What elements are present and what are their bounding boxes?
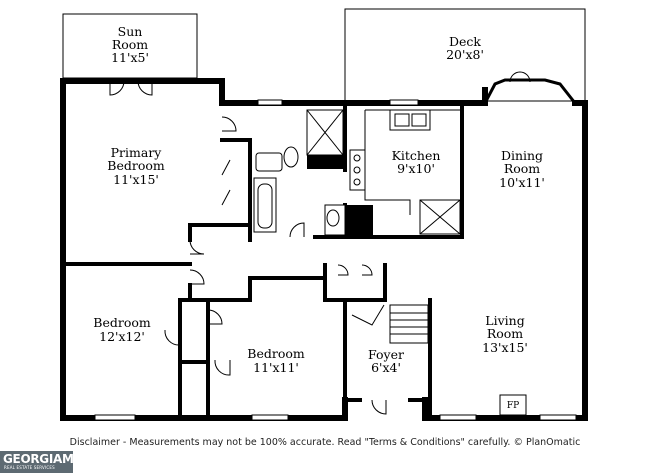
dining-room-name: Dining — [501, 148, 543, 163]
bathroom-fixtures — [253, 109, 346, 236]
kitchen-fixtures — [345, 109, 462, 235]
windows — [94, 99, 577, 421]
foyer-dims: 6'x4' — [371, 360, 401, 375]
primary-bedroom-dims: 11'x15' — [113, 172, 159, 187]
kitchen-name: Kitchen — [392, 148, 441, 163]
deck-name: Deck — [449, 34, 481, 49]
bedroom-2-name: Bedroom — [247, 346, 305, 361]
sun-room-dims: 11'x5' — [111, 50, 149, 65]
primary-bedroom-name-2: Bedroom — [107, 158, 165, 173]
kitchen-dims: 9'x10' — [397, 161, 435, 176]
living-room-name-2: Room — [487, 326, 523, 341]
georgia-mls-logo: GEORGIAMLS REAL ESTATE SERVICES — [0, 451, 90, 473]
deck-dims: 20'x8' — [446, 47, 484, 62]
logo-sub-text: REAL ESTATE SERVICES — [4, 465, 55, 470]
disclaimer-text: Disclaimer - Measurements may not be 100… — [69, 437, 581, 448]
living-room-dims: 13'x15' — [482, 340, 528, 355]
room-labels: Sun Room 11'x5' Deck 20'x8' Primary Bedr… — [93, 24, 545, 375]
doors — [109, 80, 387, 415]
bedroom-2-dims: 11'x11' — [253, 360, 299, 375]
logo-main-text: GEORGIAMLS — [3, 452, 90, 466]
fireplace-label: FP — [507, 401, 519, 411]
sun-room-name-2: Room — [112, 37, 148, 52]
bedroom-1-name: Bedroom — [93, 315, 151, 330]
dining-room-dims: 10'x11' — [499, 175, 545, 190]
foyer-name: Foyer — [368, 347, 404, 362]
living-room-name: Living — [485, 313, 524, 328]
primary-bedroom-name: Primary — [111, 145, 163, 160]
fireplace — [499, 394, 527, 416]
stairs — [351, 304, 429, 344]
dining-room-name-2: Room — [504, 161, 540, 176]
bay-window — [483, 78, 577, 104]
sun-room-name: Sun — [118, 24, 143, 39]
bedroom-1-dims: 12'x12' — [99, 329, 145, 344]
